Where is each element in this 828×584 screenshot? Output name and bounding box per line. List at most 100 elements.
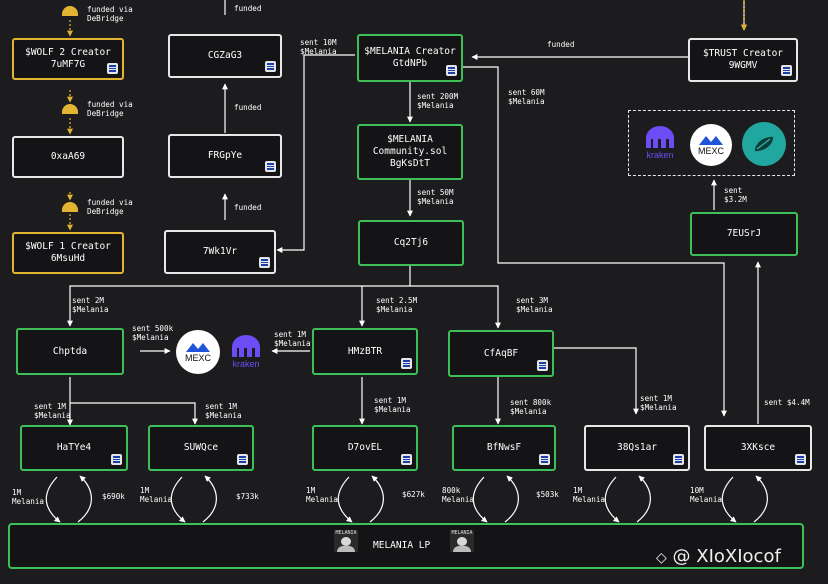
hmzbtr-node[interactable]: HMzBTR bbox=[312, 328, 418, 375]
oxaa69-address: 0xaA69 bbox=[50, 151, 86, 162]
sent-2m-label: sent 2M $Melania bbox=[72, 296, 109, 314]
binance-square-icon: ◇ bbox=[656, 550, 667, 566]
sent-1m-38-label: sent 1M $Melania bbox=[640, 394, 677, 412]
wolf1-creator-node[interactable]: $WOLF 1 Creator 6MsuHd bbox=[12, 232, 124, 274]
cgzag3-address: CGZaG3 bbox=[207, 50, 243, 61]
bfnwsf-address: BfNwsF bbox=[486, 442, 522, 453]
debridge-label-2: funded via DeBridge bbox=[87, 100, 133, 118]
bitget-logo bbox=[742, 122, 786, 166]
exchange-group-box bbox=[628, 110, 795, 176]
wolf2-creator-title: $WOLF 2 Creator bbox=[25, 47, 111, 58]
debridge-label-3: funded via DeBridge bbox=[87, 198, 133, 216]
solana-icon bbox=[237, 454, 248, 465]
melania-lp-node[interactable] bbox=[8, 523, 804, 569]
melania-creator-address: GtdNPb bbox=[392, 58, 428, 69]
sent-2.5m-label: sent 2.5M $Melania bbox=[376, 296, 418, 314]
7wk1vr-node[interactable]: 7Wk1Vr bbox=[164, 230, 276, 274]
melania-community-node[interactable]: $MELANIA Community.sol BgKsDtT bbox=[357, 124, 463, 180]
lp-bf-in: 800k Melania bbox=[442, 486, 475, 504]
solana-icon bbox=[795, 454, 806, 465]
kraken-logo: kraken bbox=[638, 121, 682, 165]
lp-d7-in: 1M Melania bbox=[306, 486, 339, 504]
watermark-text: @ XIoXIocof bbox=[672, 546, 781, 567]
funded-label-frg-cgz: funded bbox=[234, 103, 262, 112]
lp-38-in: 1M Melania bbox=[573, 486, 606, 504]
solana-icon bbox=[446, 65, 457, 76]
solana-icon bbox=[781, 65, 792, 76]
sent-800k-label: sent 800k $Melania bbox=[510, 398, 552, 416]
funded-label-top: funded bbox=[234, 4, 262, 13]
trust-creator-address: 9WGMV bbox=[728, 60, 758, 71]
frgpye-node[interactable]: FRGpYe bbox=[168, 134, 282, 178]
sent-200m-label: sent 200M $Melania bbox=[417, 92, 459, 110]
cfaqbf-node[interactable]: CfAqBF bbox=[448, 330, 554, 377]
lp-ha-out: $690k bbox=[102, 492, 125, 501]
7wk1vr-address: 7Wk1Vr bbox=[202, 246, 238, 257]
38qs1ar-address: 38Qs1ar bbox=[616, 442, 658, 453]
melania-lp-title: MELANIA LP bbox=[373, 540, 431, 551]
community-line3: BgKsDtT bbox=[389, 158, 431, 169]
sent-3m-label: sent 3M $Melania bbox=[516, 296, 553, 314]
sent-4.4m-label: sent $4.4M bbox=[764, 398, 810, 407]
sent-3.2m-label: sent $3.2M bbox=[724, 186, 747, 204]
solana-icon bbox=[401, 358, 412, 369]
community-line2: Community.sol bbox=[372, 146, 448, 157]
solana-icon bbox=[111, 454, 122, 465]
funded-label-trust: funded bbox=[547, 40, 575, 49]
suwqce-address: SUWQce bbox=[183, 442, 219, 453]
cq2tj6-node[interactable]: Cq2Tj6 bbox=[358, 220, 464, 266]
7eusrj-node[interactable]: 7EUSrJ bbox=[690, 212, 798, 256]
wolf2-creator-node[interactable]: $WOLF 2 Creator 7uMF7G bbox=[12, 38, 124, 80]
solana-icon bbox=[259, 257, 270, 268]
mexc-logo: MEXC bbox=[690, 124, 732, 166]
funded-label-7wk-frg: funded bbox=[234, 203, 262, 212]
chptda-address: Chptda bbox=[52, 345, 88, 357]
melania-creator-title: $MELANIA Creator bbox=[364, 46, 456, 57]
sent-60m-label: sent 60M $Melania bbox=[508, 88, 545, 106]
trust-creator-title: $TRUST Creator bbox=[702, 48, 784, 59]
melania-portrait-right: MELANIA bbox=[450, 530, 474, 552]
lp-bf-out: $503k bbox=[536, 490, 559, 499]
trust-creator-node[interactable]: $TRUST Creator 9WGMV bbox=[688, 38, 798, 82]
watermark: ◇ @ XIoXIocof bbox=[656, 546, 781, 567]
lp-su-out: $733k bbox=[236, 492, 259, 501]
solana-icon bbox=[537, 360, 548, 371]
sent-500k-label: sent 500k $Melania bbox=[132, 324, 174, 342]
lp-ha-in: 1M Melania bbox=[12, 488, 45, 506]
sent-10m-label: sent 10M $Melania bbox=[300, 38, 337, 56]
kraken-logo-left: kraken bbox=[224, 330, 268, 374]
bfnwsf-node[interactable]: BfNwsF bbox=[452, 425, 556, 471]
hatye4-node[interactable]: HaTYe4 bbox=[20, 425, 128, 471]
suwqce-node[interactable]: SUWQce bbox=[148, 425, 254, 471]
cfaqbf-address: CfAqBF bbox=[483, 347, 519, 359]
sent-1m-ha-label: sent 1M $Melania bbox=[34, 402, 71, 420]
debridge-icon bbox=[62, 104, 78, 114]
wolf2-creator-address: 7uMF7G bbox=[50, 59, 86, 70]
d7ovel-node[interactable]: D7ovEL bbox=[312, 425, 418, 471]
debridge-icon bbox=[62, 202, 78, 212]
frgpye-address: FRGpYe bbox=[207, 150, 243, 161]
mexc-logo-left: MEXC bbox=[176, 330, 220, 374]
lp-d7-out: $627k bbox=[402, 490, 425, 499]
3xksce-node[interactable]: 3XKsce bbox=[704, 425, 812, 471]
melania-creator-node[interactable]: $MELANIA Creator GtdNPb bbox=[357, 34, 463, 82]
chptda-node[interactable]: Chptda bbox=[16, 328, 124, 375]
lp-3x-in: 10M Melania bbox=[690, 486, 723, 504]
7eusrj-address: 7EUSrJ bbox=[726, 228, 762, 239]
d7ovel-address: D7ovEL bbox=[347, 442, 383, 453]
cgzag3-node[interactable]: CGZaG3 bbox=[168, 34, 282, 78]
oxaa69-node[interactable]: 0xaA69 bbox=[12, 136, 124, 178]
debridge-label-1: funded via DeBridge bbox=[87, 5, 133, 23]
solana-icon bbox=[673, 454, 684, 465]
solana-icon bbox=[265, 161, 276, 172]
hatye4-address: HaTYe4 bbox=[56, 442, 92, 453]
solana-icon bbox=[107, 63, 118, 74]
38qs1ar-node[interactable]: 38Qs1ar bbox=[584, 425, 690, 471]
wolf1-creator-address: 6MsuHd bbox=[50, 253, 86, 264]
sent-1m-d7-label: sent 1M $Melania bbox=[374, 396, 411, 414]
solana-icon bbox=[539, 454, 550, 465]
cq2tj6-address: Cq2Tj6 bbox=[393, 237, 429, 248]
solana-icon bbox=[401, 454, 412, 465]
sent-50m-label: sent 50M $Melania bbox=[417, 188, 454, 206]
